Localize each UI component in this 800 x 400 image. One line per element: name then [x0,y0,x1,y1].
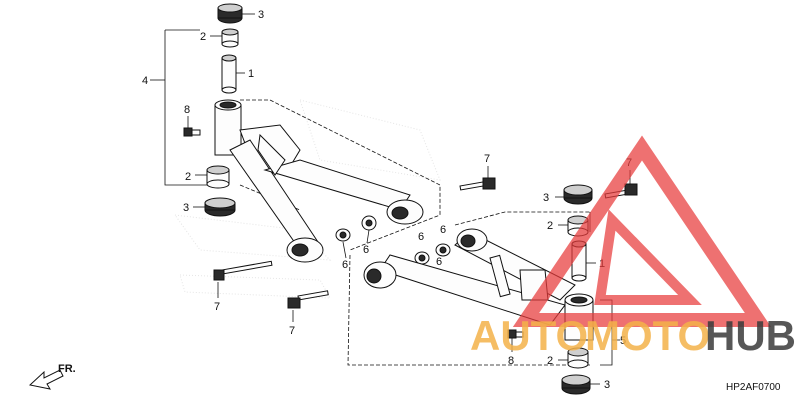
callout-1-left: 1 [248,68,254,80]
callout-2-right-top: 2 [547,220,553,232]
diagram-code: HP2AF0700 [726,382,781,393]
callout-2-left-lower: 2 [185,171,191,183]
callout-2-top: 2 [200,31,206,43]
callout-6a: 6 [342,259,348,271]
watermark-word-hub: HUB [705,312,796,359]
bolt-left-lower [213,260,273,281]
bushing-top [221,28,239,48]
collar-pipe-left [221,54,237,94]
upper-arm-left [214,99,424,263]
nut-6c [414,251,430,265]
callout-2-right-lower: 2 [547,355,553,367]
callout-6e: 6 [436,256,442,268]
rubber-cap-right-lower [561,374,591,395]
callout-7-left-center: 7 [289,325,295,337]
group-bracket-4 [164,30,210,186]
callout-6c: 6 [418,231,424,243]
rubber-cap-top [217,3,243,24]
watermark-word-moto: MOTO [585,312,710,359]
callout-5: 5 [620,335,626,347]
bushing-right-lower [567,347,589,369]
bushing-left-lower [206,165,230,189]
nut-6b [361,215,377,231]
callout-8-right: 8 [508,355,514,367]
callout-6d: 6 [440,224,446,236]
rubber-cap-right-top [563,184,593,205]
callout-3-left-lower: 3 [183,202,189,214]
background-wing-logo [173,99,441,299]
grease-fitting-left [183,127,201,137]
callout-8-left: 8 [184,104,190,116]
front-direction-arrow-icon [28,369,64,390]
callout-7-middle: 7 [484,153,490,165]
callout-3-right-top: 3 [543,192,549,204]
direction-label: FR. [58,363,76,375]
bolt-middle [459,177,496,191]
watermark-word-auto: AUTO [470,312,588,359]
callout-6b: 6 [363,244,369,256]
nut-6d [435,243,451,257]
group-outline-left [240,99,441,251]
nut-6a [335,228,351,242]
callout-3-top: 3 [258,9,264,21]
bolt-left-center [287,290,329,309]
callout-3-right-lower: 3 [604,379,610,391]
group-outline-right [347,254,590,366]
watermark-triangle-logo [512,135,772,327]
callout-4: 4 [142,75,148,87]
callout-7-left-lower: 7 [214,301,220,313]
rubber-cap-left-lower [204,197,236,217]
